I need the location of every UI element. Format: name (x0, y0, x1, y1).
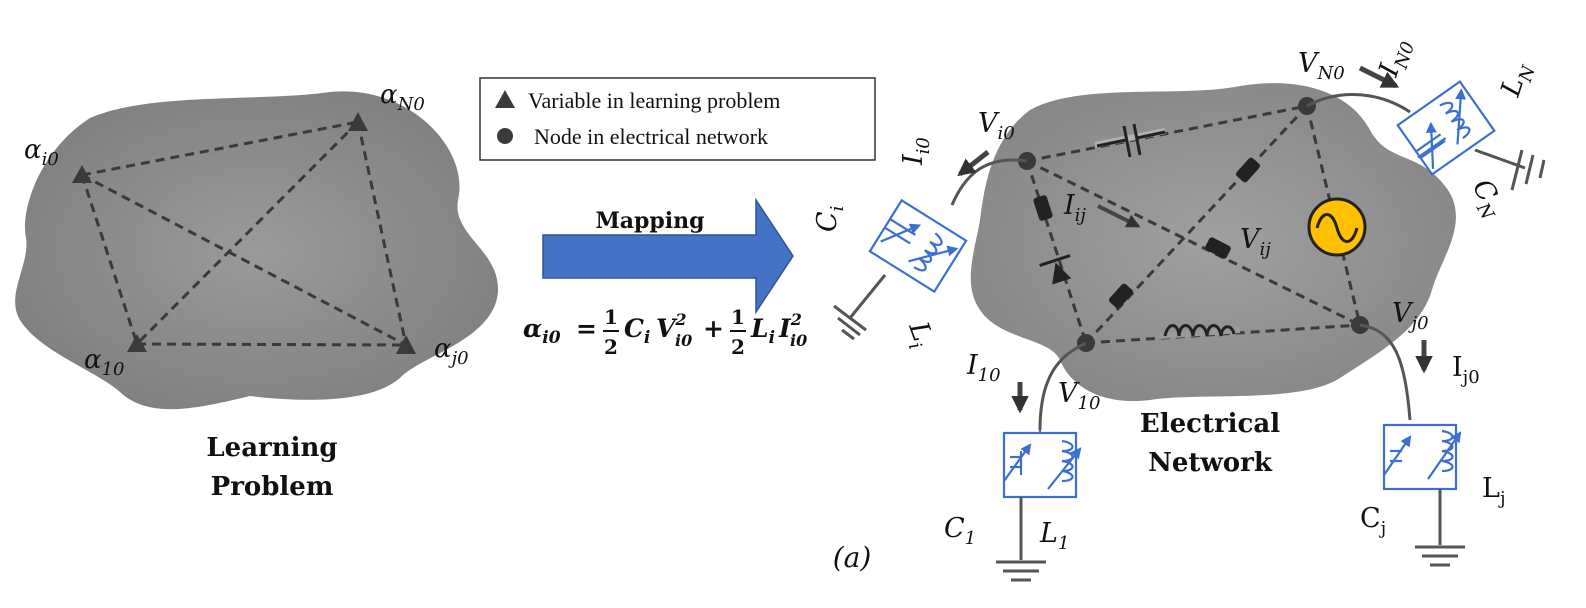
lc-tank-i (868, 198, 968, 294)
I-ij-label: Iij (1063, 190, 1086, 226)
wire-N0 (1306, 93, 1411, 114)
ground-j (1415, 489, 1465, 567)
V-ij-label: Vij (1240, 224, 1271, 260)
svg-text:Li: Li (750, 314, 775, 348)
mapping-label: Mapping (595, 208, 704, 234)
legend-triangle-label: Variable in learning problem (528, 88, 780, 113)
svg-text:2: 2 (604, 335, 618, 359)
alpha-10-label: α10 (84, 345, 124, 380)
ground-1 (996, 497, 1046, 582)
svg-text:1: 1 (731, 305, 745, 329)
variable-triangle-j0 (396, 335, 416, 354)
learning-title-line2: Problem (211, 472, 334, 502)
network-title-line1: Electrical (1140, 409, 1280, 439)
network-title-line2: Network (1148, 448, 1273, 478)
current-N0-arrow (1358, 65, 1400, 89)
variable-triangle-10 (127, 334, 147, 352)
resistor-blocks (1033, 157, 1260, 309)
alpha-i0-label: αi0 (24, 135, 59, 170)
wire-10 (1038, 341, 1087, 431)
legend-box (479, 77, 876, 161)
wire-i0 (950, 158, 1028, 206)
ground-N (1474, 148, 1546, 191)
C-i-label: Ci (812, 206, 848, 232)
V-N0-label: VN0 (1298, 48, 1345, 84)
I-j0-label: Ij0 (1452, 352, 1480, 388)
svg-text:+: + (703, 314, 724, 343)
lc-tank-j (1382, 423, 1462, 491)
svg-text:i0: i0 (790, 331, 807, 350)
ground-i (833, 274, 887, 341)
legend-node-icon (497, 128, 513, 144)
svg-text:i0: i0 (675, 331, 692, 350)
inductor-bottom (1159, 324, 1241, 339)
alpha-N0-label: αN0 (380, 80, 425, 115)
legend: Variable in learning problem Node in ele… (479, 77, 876, 161)
svg-text:1: 1 (604, 305, 618, 329)
current-i0-arrow (957, 150, 990, 177)
ac-source (1307, 197, 1367, 257)
learning-variables (72, 112, 416, 354)
figure-label: (a) (833, 541, 872, 574)
svg-text:Ci: Ci (624, 314, 650, 348)
current-ij-arrow (1097, 204, 1141, 228)
alpha-j0-label: αj0 (434, 334, 469, 369)
svg-text:V2: V2 (656, 310, 687, 343)
I-i0-label: Ii0 (898, 137, 934, 166)
variable-triangle-N0 (348, 112, 368, 131)
wire-j0 (1359, 323, 1412, 421)
mapping-equation: αi0 = 1 2 Ci V2 i0 + 1 2 Li I2 i0 (523, 305, 807, 359)
L-j-label: Lj (1482, 473, 1506, 509)
svg-text:2: 2 (731, 335, 745, 359)
C-N-label: CN (1462, 174, 1512, 225)
svg-text:=: = (576, 314, 597, 343)
V-10-label: V10 (1058, 378, 1100, 414)
mapping-arrow (542, 197, 794, 315)
svg-text:αi0: αi0 (523, 314, 561, 348)
C-j-label: Cj (1360, 503, 1386, 539)
V-i0-label: Vi0 (978, 108, 1015, 144)
svg-text:I2: I2 (778, 310, 802, 343)
I-10-label: I10 (966, 350, 1001, 386)
C-1-label: C1 (944, 513, 976, 549)
L-N-label: LN (1495, 57, 1540, 102)
legend-triangle-icon (495, 90, 515, 108)
L-1-label: L1 (1039, 518, 1069, 554)
L-i-label: Li (897, 317, 939, 353)
diode (1039, 254, 1072, 285)
variable-triangle-i0 (72, 165, 92, 183)
learning-title-line1: Learning (206, 433, 337, 463)
V-j0-label: Vj0 (1392, 298, 1429, 334)
lc-tank-1 (1002, 430, 1082, 499)
current-arrows (957, 65, 1433, 414)
legend-node-label: Node in electrical network (534, 124, 768, 149)
capacitor-top (1094, 123, 1166, 158)
learning-edges (80, 120, 408, 347)
lc-tank-N (1396, 80, 1496, 176)
